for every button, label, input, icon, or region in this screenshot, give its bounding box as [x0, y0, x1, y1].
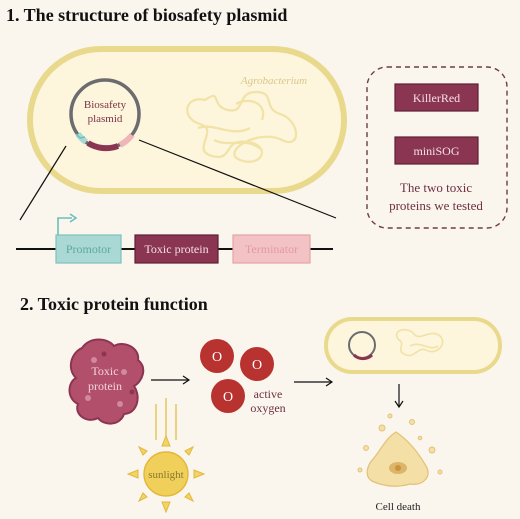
- dead-cell: Cell death: [357, 413, 443, 513]
- organism-label: Agrobacterium: [240, 75, 307, 87]
- plasmid-terminator-segment: [118, 133, 135, 148]
- sun-disk: [143, 451, 189, 497]
- small-plasmid-toxic-segment: [352, 353, 374, 361]
- promotor-arrowhead-icon: [69, 213, 78, 223]
- biosafety-plasmid: Biosafety plasmid: [69, 78, 141, 152]
- sun-label: sunlight: [148, 469, 183, 481]
- zoom-line-left: [19, 145, 67, 221]
- small-chromosome-dna: [395, 328, 444, 357]
- sun-spike: [193, 469, 206, 479]
- cell-death-label: Cell death: [376, 501, 421, 513]
- sun-spike: [137, 492, 148, 503]
- oxygen-label-line2: oxygen: [250, 401, 285, 415]
- oxygen-symbol-1: O: [212, 350, 222, 365]
- tested-box-border: [366, 66, 508, 229]
- sun-icon: sunlight: [126, 398, 206, 514]
- killerred-box: [394, 83, 479, 112]
- tested-proteins-box: KillerRed miniSOG The two toxic proteins…: [366, 66, 508, 229]
- gene-construct: Promotor Toxic protein Terminator: [16, 213, 333, 264]
- debris: [409, 419, 415, 425]
- protein-texture-dot: [85, 395, 91, 401]
- protein-texture-dot: [121, 369, 127, 375]
- section1-title: 1. The structure of biosafety plasmid: [6, 5, 288, 25]
- oxygen-symbol-2: O: [252, 358, 262, 373]
- oxygen-circle-1: [200, 339, 234, 373]
- protein-texture-dot: [91, 357, 97, 363]
- debris: [387, 413, 393, 419]
- sun-spike: [137, 445, 148, 456]
- tested-caption-line2: proteins we tested: [389, 198, 483, 213]
- killerred-label: KillerRed: [413, 91, 460, 105]
- zoom-line-right: [138, 139, 337, 219]
- sun-spike: [126, 469, 139, 479]
- oxygen-label-line1: active: [254, 387, 283, 401]
- debris: [378, 424, 386, 432]
- chromosome-dna: [186, 90, 298, 163]
- protein-texture-dot: [101, 351, 107, 357]
- oxygen-circle-2: [240, 347, 274, 381]
- debris: [417, 435, 423, 441]
- debris: [428, 446, 436, 454]
- protein-label-line1: Toxic: [91, 364, 118, 378]
- promotor-label: Promotor: [66, 242, 111, 256]
- tested-caption-line1: The two toxic: [400, 180, 472, 195]
- toxic-protein-box: [134, 234, 219, 264]
- promotor-arrow-icon: [57, 217, 72, 235]
- arrow-to-death-head-icon: [394, 400, 404, 409]
- sun-spike: [161, 501, 171, 514]
- small-bacterium: [324, 317, 502, 374]
- terminator-label: Terminator: [245, 242, 298, 256]
- protein-label-line2: protein: [88, 379, 122, 393]
- section2-title: 2. Toxic protein function: [20, 294, 208, 314]
- plasmid-label-line2: plasmid: [88, 113, 123, 125]
- arrow-to-oxygen-head-icon: [182, 375, 191, 385]
- cell-inner: [33, 52, 341, 188]
- arrow-to-cell-head-icon: [325, 377, 334, 387]
- promotor-box: [55, 234, 122, 264]
- protein-texture-dot: [117, 401, 123, 407]
- sun-spike: [184, 445, 195, 456]
- oxygen-circle-3: [211, 379, 245, 413]
- debris: [357, 467, 363, 473]
- toxic-protein-blob: Toxic protein: [68, 338, 145, 425]
- bacterium-cell: Agrobacterium: [27, 46, 347, 194]
- oxygen-symbol-3: O: [223, 390, 233, 405]
- protein-texture-dot: [129, 389, 135, 395]
- sun-spike: [161, 434, 171, 447]
- debris: [363, 445, 369, 451]
- sun-spike: [184, 492, 195, 503]
- plasmid-label-line1: Biosafety: [84, 99, 127, 111]
- minisog-label: miniSOG: [413, 144, 459, 158]
- protein-shape: [68, 338, 145, 425]
- debris: [437, 469, 443, 475]
- active-oxygen: O O O active oxygen: [200, 339, 286, 415]
- terminator-box: [232, 234, 311, 264]
- minisog-box: [394, 136, 479, 165]
- plasmid-promotor-arrow-icon: [75, 133, 86, 139]
- dead-cell-body: [366, 431, 429, 487]
- plasmid-toxic-segment: [86, 140, 120, 152]
- toxic-protein-label: Toxic protein: [144, 242, 208, 256]
- dead-cell-core: [395, 465, 401, 471]
